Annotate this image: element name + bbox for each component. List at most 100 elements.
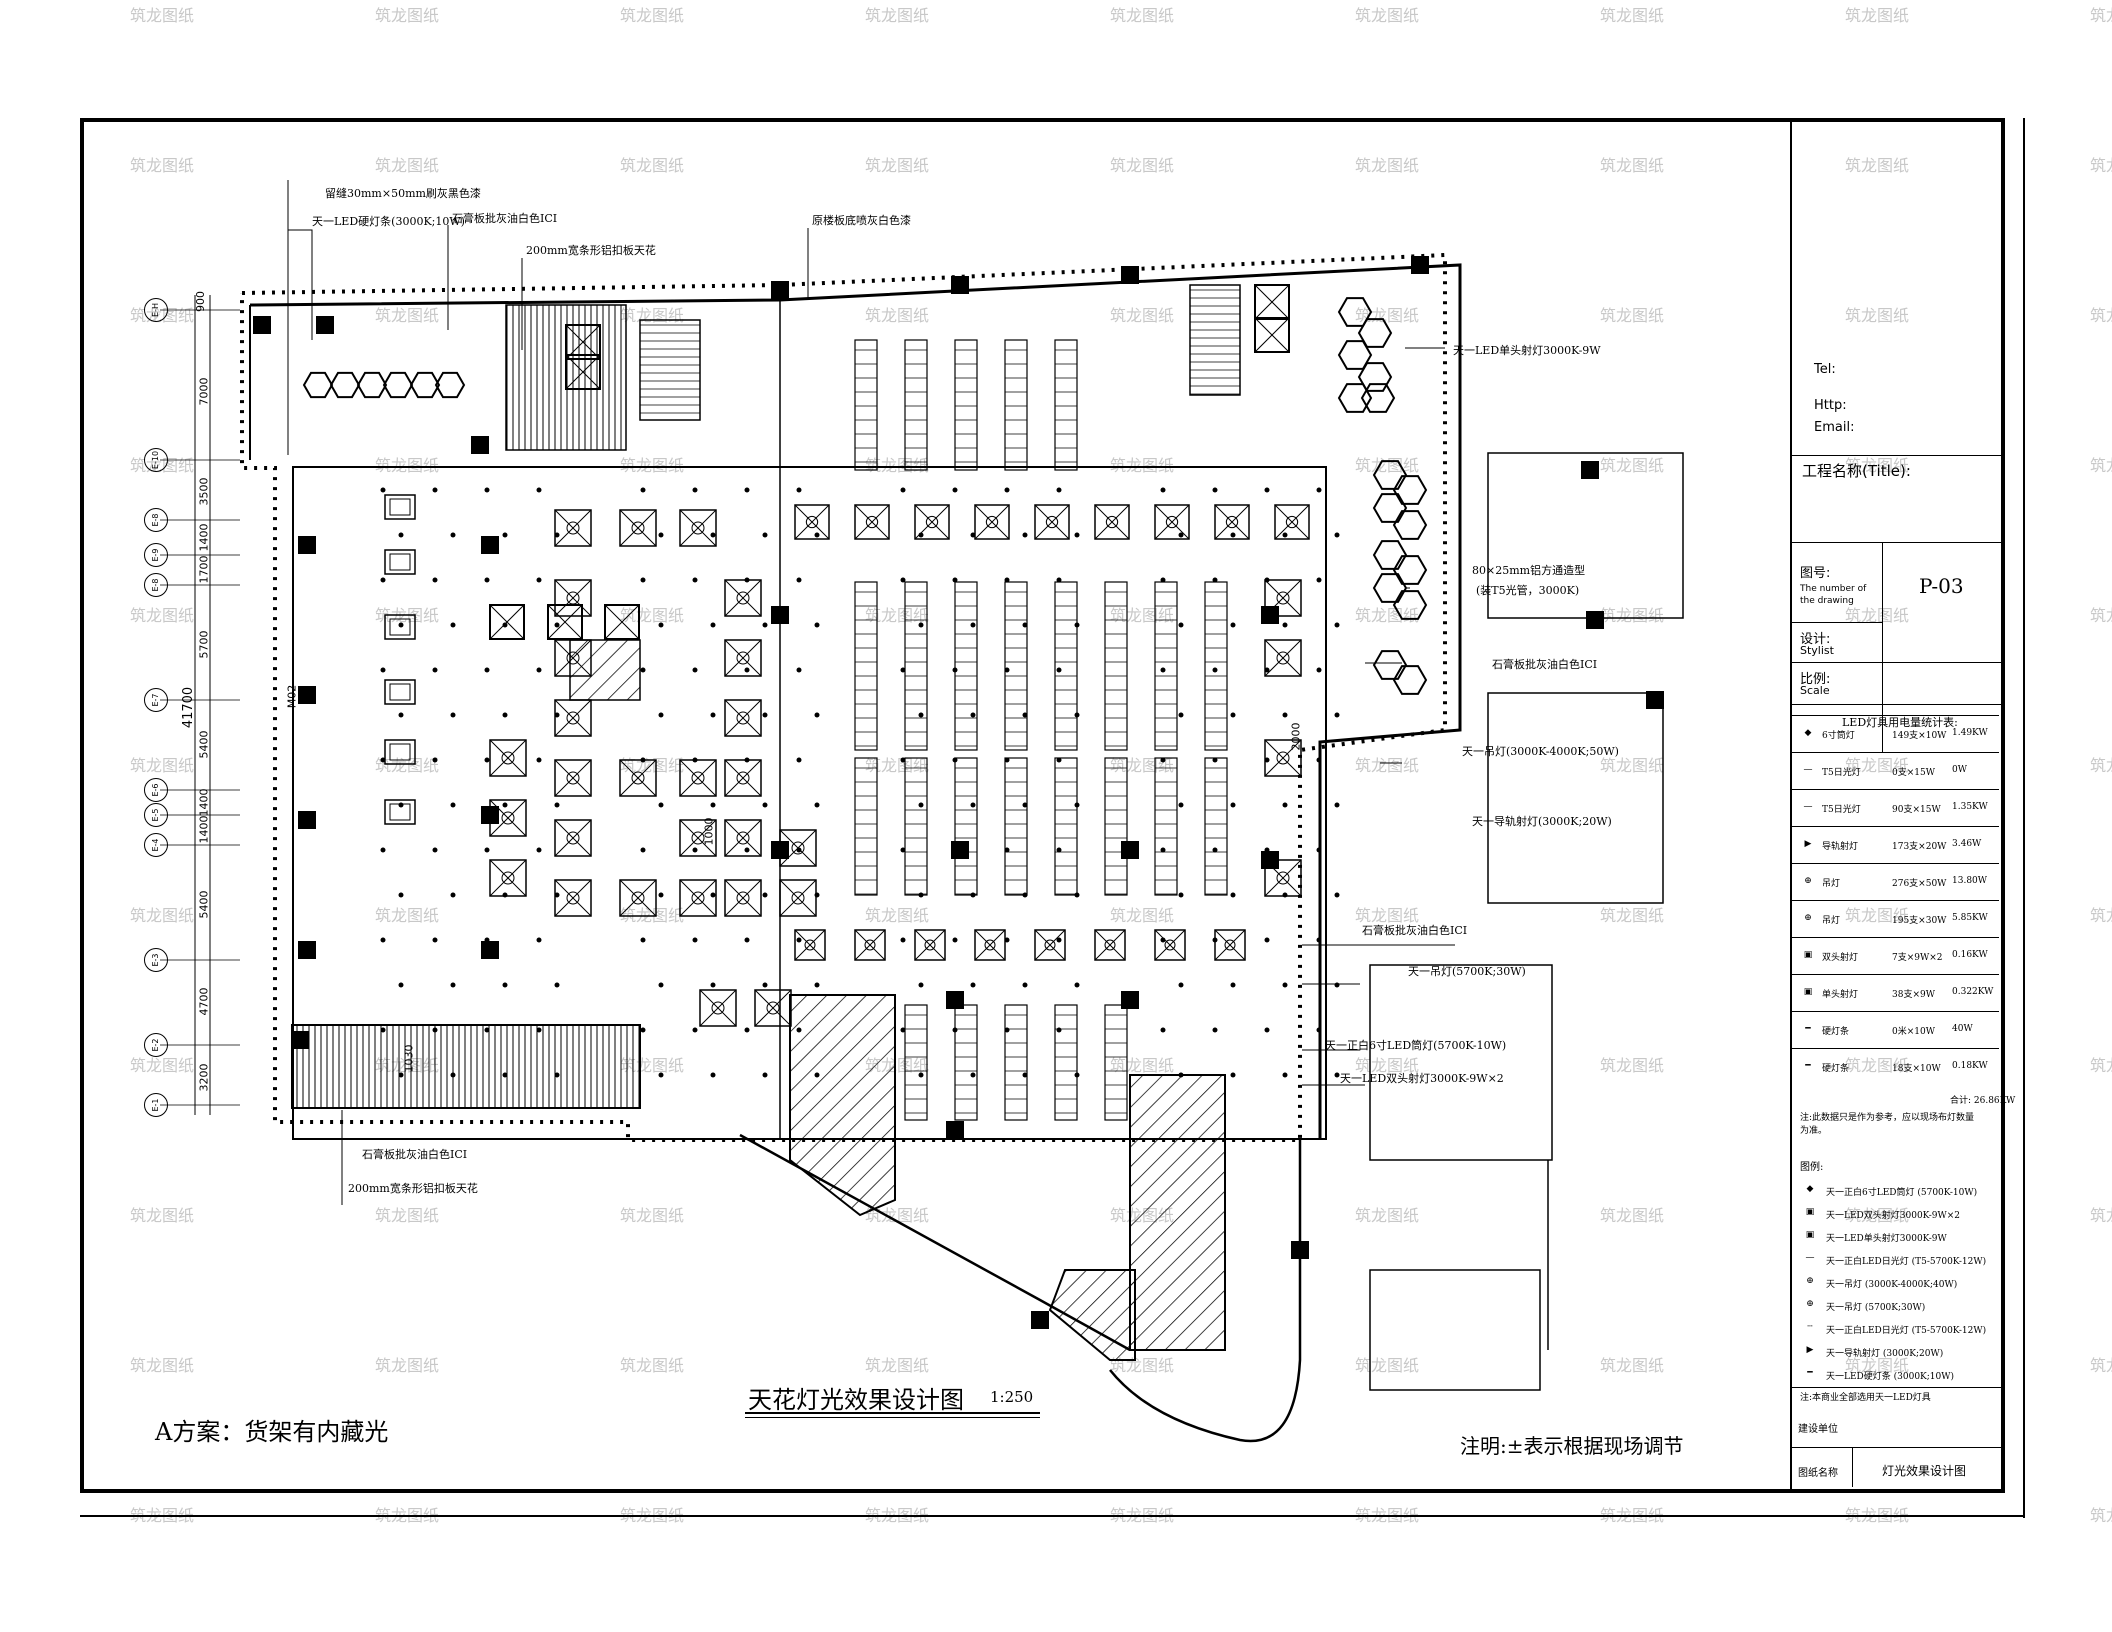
stats-cell: ▶: [1804, 839, 1812, 849]
stats-cell: ◆: [1804, 728, 1812, 738]
stats-cell: 0.16KW: [1952, 950, 1988, 960]
watermark-text: 筑龙图纸: [1355, 906, 1420, 925]
watermark-text: 筑龙图纸: [1110, 756, 1175, 775]
watermark-text: 筑龙图纸: [1600, 456, 1665, 475]
legend-symbol-icon: ⊕: [1806, 1276, 1814, 1286]
legend-text: 天一吊灯 (5700K;30W): [1826, 1303, 1926, 1313]
sheet-edge-line: [2023, 118, 2025, 1518]
annotation-label: 留缝30mm×50mm刷灰黑色漆: [325, 187, 481, 200]
sheet-bottom-line: [80, 1515, 2025, 1517]
watermark-text: 筑龙图纸: [375, 756, 440, 775]
grid-axis-bubble: E-5: [144, 803, 168, 827]
watermark-text: 筑龙图纸: [2090, 1356, 2112, 1375]
watermark-text: 筑龙图纸: [1355, 606, 1420, 625]
watermark-text: 筑龙图纸: [375, 906, 440, 925]
legend-item: ━天一LED硬灯条 (3000K;10W): [1796, 1364, 2001, 1387]
stats-cell: ━: [1805, 1024, 1811, 1034]
watermark-text: 筑龙图纸: [1845, 1206, 1910, 1225]
dimension-value: 1400: [197, 815, 211, 844]
title-underline: [745, 1412, 1040, 1418]
annotation-label: 天一LED双头射灯3000K-9W×2: [1340, 1072, 1504, 1085]
watermark-text: 筑龙图纸: [865, 906, 930, 925]
legend-item: ┄天一正白LED日光灯 (T5-5700K-12W): [1796, 1318, 2001, 1341]
stats-cell: 导轨射灯: [1822, 842, 1859, 852]
watermark-text: 筑龙图纸: [1355, 6, 1420, 25]
stats-cell: 吊灯: [1822, 879, 1841, 889]
watermark-text: 筑龙图纸: [130, 6, 195, 25]
room-right-3: [1369, 964, 1553, 1161]
watermark-text: 筑龙图纸: [1845, 6, 1910, 25]
stats-cell: ▣: [1803, 950, 1813, 960]
watermark-text: 筑龙图纸: [1845, 456, 1910, 475]
stats-cell: 173支×20W: [1892, 842, 1947, 852]
annotation-label: (装T5光管，3000K): [1476, 584, 1580, 597]
watermark-text: 筑龙图纸: [1110, 6, 1175, 25]
watermark-text: 筑龙图纸: [1600, 306, 1665, 325]
watermark-text: 筑龙图纸: [1600, 1206, 1665, 1225]
ceiling-boundary: [240, 252, 1447, 1142]
stats-cell: 硬灯条: [1822, 1064, 1850, 1074]
legend-note: 注:本商业全部选用天一LED灯具: [1800, 1393, 1931, 1403]
scale-label: 比例:: [1800, 672, 1831, 687]
stats-cell: 硬灯条: [1822, 1027, 1850, 1037]
drawing-number-label: 图号:: [1800, 566, 1831, 581]
legend-item: ▶天一导轨射灯 (3000K;20W): [1796, 1341, 2001, 1364]
watermark-text: 筑龙图纸: [1355, 1206, 1420, 1225]
watermark-text: 筑龙图纸: [1110, 306, 1175, 325]
watermark-text: 筑龙图纸: [865, 156, 930, 175]
watermark-text: 筑龙图纸: [130, 306, 195, 325]
drawing-note: 注明:±表示根据现场调节: [1460, 1434, 1684, 1458]
watermark-text: 筑龙图纸: [2090, 1506, 2112, 1525]
stats-cell: 双头射灯: [1822, 953, 1859, 963]
divider-vertical: [1882, 542, 1883, 752]
watermark-text: 筑龙图纸: [2090, 6, 2112, 25]
grid-axis-bubble: E-1: [144, 1093, 168, 1117]
hexagon-fixtures: [302, 297, 1428, 695]
stats-cell: 195支×30W: [1892, 916, 1947, 926]
sheet-name-label: 图纸名称: [1798, 1468, 1838, 1479]
divider: [1792, 455, 2003, 456]
stats-cell: T5日光灯: [1822, 768, 1861, 778]
divider: [1792, 542, 2003, 543]
watermark-text: 筑龙图纸: [1600, 756, 1665, 775]
watermark-text: 筑龙图纸: [1110, 156, 1175, 175]
stats-note: 注:此数据只是作为参考，应以现场布灯数量为准。: [1800, 1113, 1975, 1136]
legend-symbol-icon: ┄: [1807, 1322, 1813, 1332]
watermark-text: 筑龙图纸: [1845, 906, 1910, 925]
watermark-text: 筑龙图纸: [1845, 606, 1910, 625]
watermark-text: 筑龙图纸: [375, 456, 440, 475]
watermark-text: 筑龙图纸: [130, 606, 195, 625]
annotation-label: 200mm宽条形铝扣板天花: [348, 1182, 478, 1195]
hatched-ramp-3: [1048, 1269, 1136, 1361]
legend-text: 天一LED硬灯条 (3000K;10W): [1826, 1372, 1955, 1382]
watermark-text: 筑龙图纸: [865, 1206, 930, 1225]
grid-axis-bubble: E-3: [144, 948, 168, 972]
watermark-text: 筑龙图纸: [130, 1356, 195, 1375]
watermark-text: 筑龙图纸: [1110, 456, 1175, 475]
stats-cell: 5.85KW: [1952, 913, 1988, 923]
watermark-text: 筑龙图纸: [1600, 1356, 1665, 1375]
watermark-text: 筑龙图纸: [1600, 906, 1665, 925]
stats-cell: 38支×9W: [1892, 990, 1935, 1000]
grid-axis-bubble: E-8: [144, 508, 168, 532]
watermark-text: 筑龙图纸: [130, 456, 195, 475]
watermark-text: 筑龙图纸: [1355, 756, 1420, 775]
stats-cell: 吊灯: [1822, 916, 1841, 926]
legend-item: ◆天一正白6寸LED筒灯 (5700K-10W): [1796, 1180, 2001, 1203]
designer-en: Stylist: [1800, 644, 1834, 657]
watermark-text: 筑龙图纸: [2090, 606, 2112, 625]
divider: [1792, 1387, 2003, 1388]
stats-cell: —: [1803, 802, 1813, 812]
legend-title: 图例:: [1800, 1162, 1824, 1173]
legend-text: 天一导轨射灯 (3000K;20W): [1826, 1349, 1944, 1359]
scheme-label: A方案：货架有内藏光: [155, 1418, 389, 1446]
stats-cell: 0W: [1952, 765, 1967, 775]
stats-cell: 0支×15W: [1892, 768, 1935, 778]
watermark-text: 筑龙图纸: [1845, 156, 1910, 175]
legend-item: ⊕天一吊灯 (3000K-4000K;40W): [1796, 1272, 2001, 1295]
designer-label: 设计:: [1800, 632, 1831, 647]
grid-axis-bubble: E-8: [144, 573, 168, 597]
